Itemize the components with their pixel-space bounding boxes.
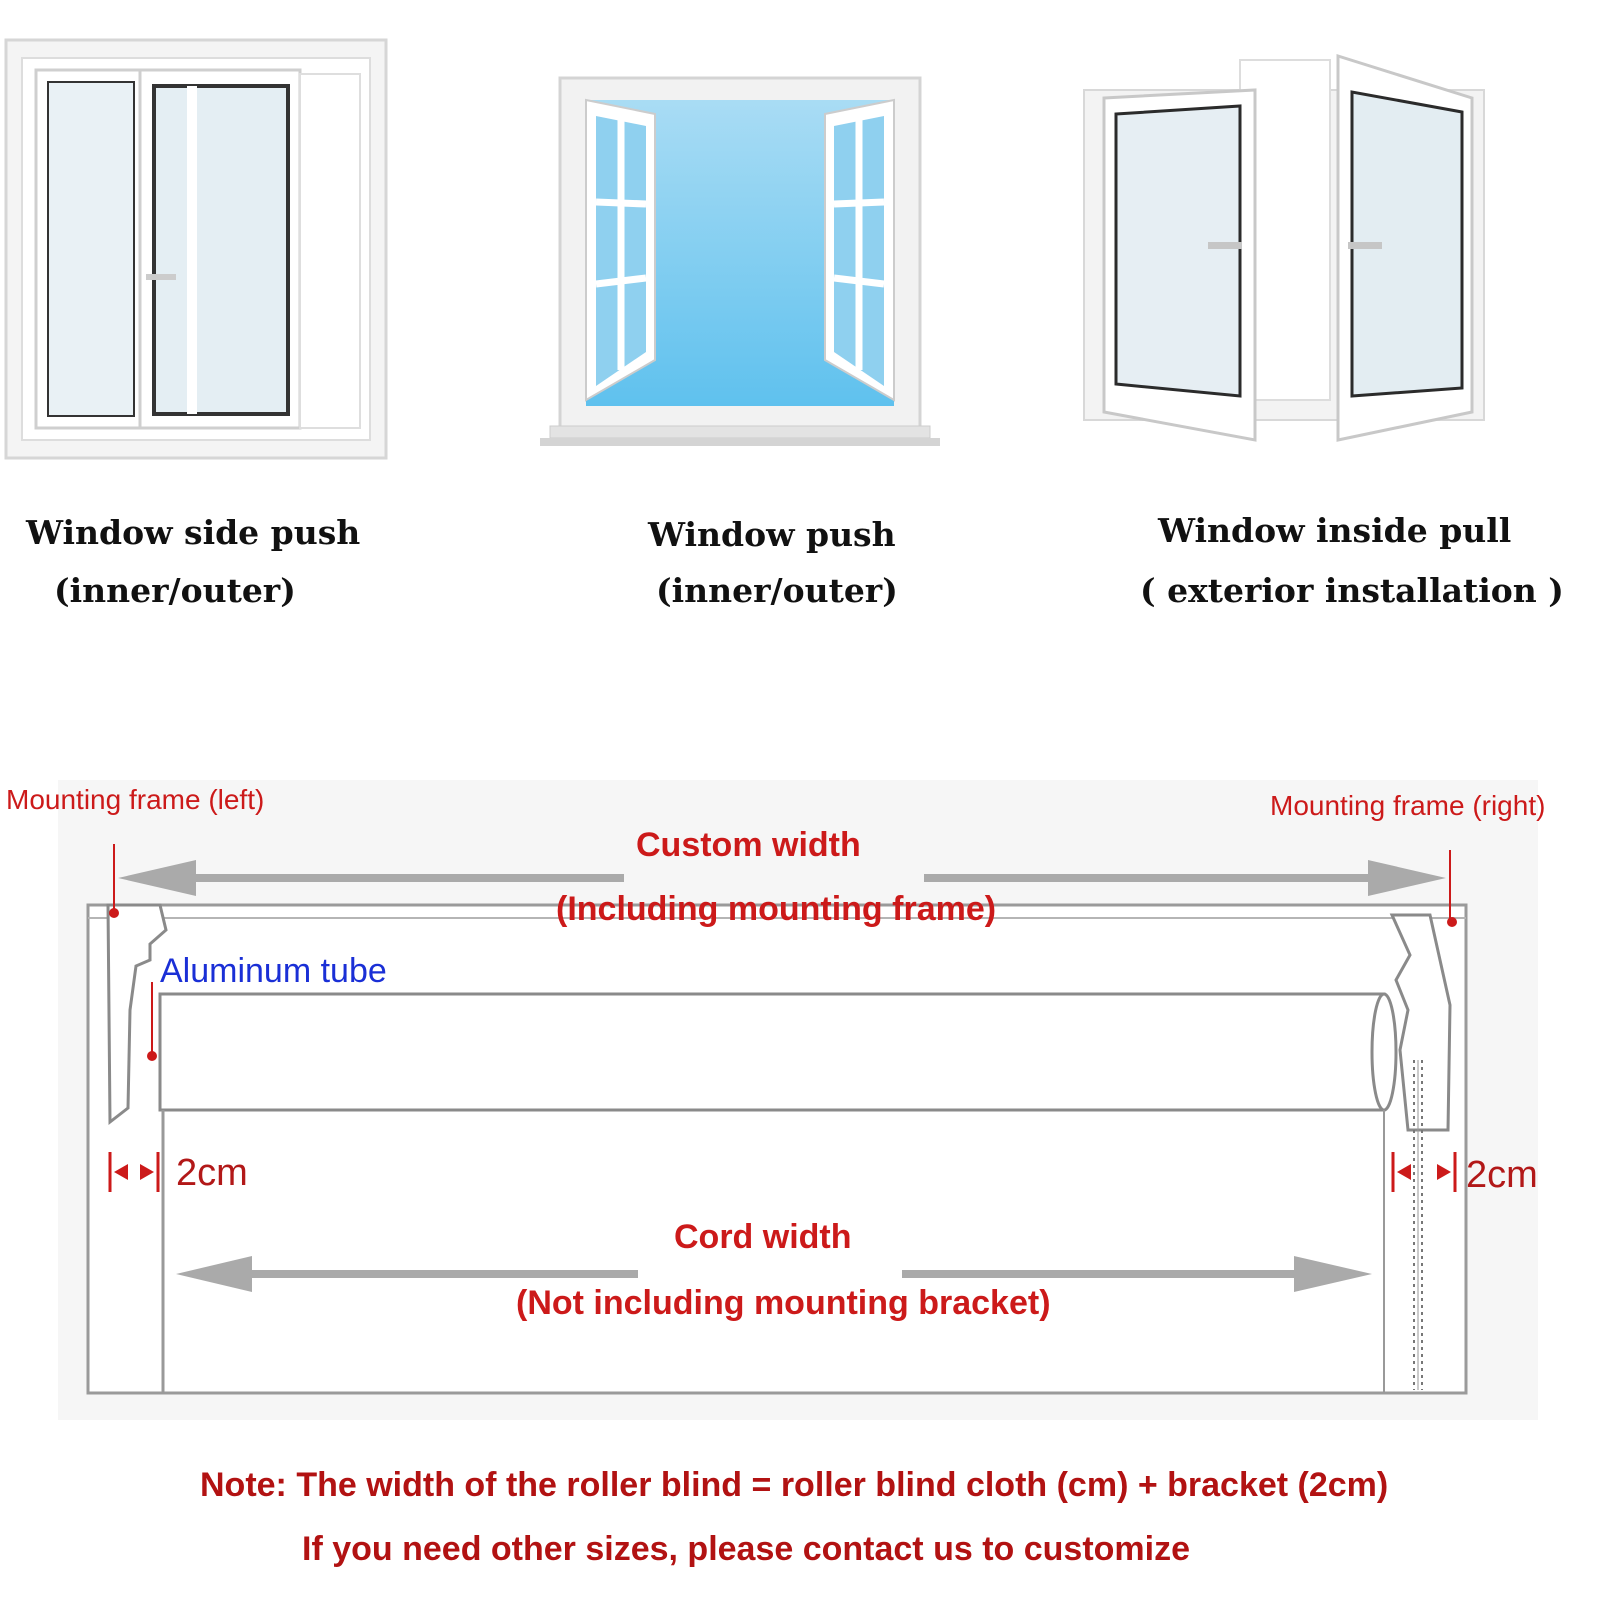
window-type-3-title: Window inside pull	[1158, 511, 1512, 550]
mounting-frame-right-label: Mounting frame (right)	[1270, 790, 1546, 821]
cord-width-arrow	[176, 1256, 1372, 1292]
custom-width-note: (Including mounting frame)	[556, 890, 997, 928]
window-type-2-subtitle: (inner/outer)	[656, 571, 898, 610]
custom-width-label: Custom width	[636, 826, 861, 864]
right-bracket	[1389, 913, 1452, 1132]
window-type-1-subtitle: (inner/outer)	[54, 571, 296, 610]
left-bracket-width-label: 2cm	[176, 1152, 248, 1194]
window-type-3-subtitle: ( exterior installation )	[1140, 571, 1564, 610]
inward-opening-window-illustration	[1083, 53, 1485, 442]
casement-window-illustration	[540, 76, 940, 446]
left-bracket-dimension	[108, 1152, 160, 1192]
window-type-2-title: Window push	[648, 515, 896, 554]
right-bracket-width-label: 2cm	[1466, 1154, 1538, 1196]
left-bracket	[106, 903, 168, 1126]
red-markers	[109, 844, 1457, 1061]
bead-chain	[1413, 1060, 1423, 1390]
note-line-2: If you need other sizes, please contact …	[302, 1530, 1191, 1568]
right-bracket-dimension	[1391, 1152, 1457, 1192]
custom-width-arrow	[118, 860, 1446, 896]
sliding-window-illustration	[4, 38, 388, 460]
aluminum-tube-shape	[158, 992, 1386, 1112]
note-line-1: Note: The width of the roller blind = ro…	[200, 1466, 1389, 1504]
cord-width-note: (Not including mounting bracket)	[516, 1284, 1051, 1322]
cord-width-label: Cord width	[674, 1218, 852, 1256]
mounting-frame-outline	[86, 903, 1468, 1395]
mounting-frame-left-label: Mounting frame (left)	[6, 784, 265, 815]
window-type-1-title: Window side push	[26, 513, 361, 552]
aluminum-tube-label: Aluminum tube	[160, 952, 387, 990]
